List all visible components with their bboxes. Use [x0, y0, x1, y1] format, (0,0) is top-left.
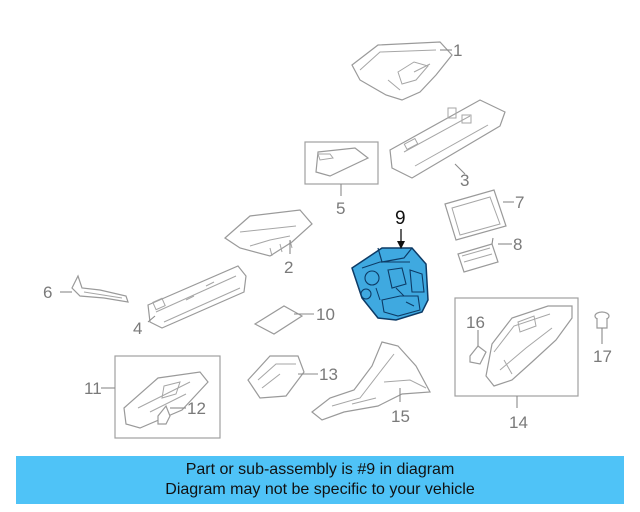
- parts-diagram: 1 3 5 7 8 2 6: [43, 41, 612, 439]
- part-5[interactable]: [315, 147, 370, 177]
- part-17[interactable]: [594, 311, 610, 329]
- callout-5: 5: [336, 199, 345, 218]
- part-10[interactable]: [253, 305, 304, 335]
- info-banner: Part or sub-assembly is #9 in diagram Di…: [16, 456, 624, 504]
- callout-15: 15: [391, 407, 410, 426]
- banner-line-1: Part or sub-assembly is #9 in diagram: [185, 461, 455, 478]
- callout-16: 16: [466, 313, 485, 332]
- part-4[interactable]: [147, 265, 247, 329]
- callout-10: 10: [316, 305, 335, 324]
- part-14[interactable]: [485, 305, 573, 387]
- part-8[interactable]: [457, 243, 499, 273]
- callout-13: 13: [319, 365, 338, 384]
- banner-line-2: Diagram may not be specific to your vehi…: [165, 481, 475, 498]
- callout-8: 8: [513, 235, 522, 254]
- callout-4: 4: [133, 319, 142, 338]
- callout-3: 3: [460, 171, 469, 190]
- callout-1: 1: [453, 41, 462, 60]
- part-13[interactable]: [247, 355, 305, 399]
- part-12[interactable]: [157, 404, 171, 425]
- part-11-box: [114, 355, 221, 439]
- callout-12: 12: [187, 399, 206, 418]
- part-11[interactable]: [123, 371, 209, 429]
- part-2[interactable]: [224, 209, 313, 257]
- callout-6: 6: [43, 283, 52, 302]
- callout-2: 2: [284, 258, 293, 277]
- part-1[interactable]: [351, 41, 453, 101]
- callout-14: 14: [509, 413, 528, 432]
- part-6[interactable]: [71, 274, 129, 303]
- callout-9: 9: [395, 208, 406, 229]
- part-9-highlighted[interactable]: [351, 247, 429, 321]
- part-3[interactable]: [389, 99, 506, 179]
- part-16[interactable]: [469, 345, 487, 365]
- callout-7: 7: [515, 193, 524, 212]
- callout-17: 17: [593, 347, 612, 366]
- part-15[interactable]: [311, 341, 431, 421]
- part-7[interactable]: [444, 189, 507, 241]
- callout-11: 11: [84, 379, 102, 398]
